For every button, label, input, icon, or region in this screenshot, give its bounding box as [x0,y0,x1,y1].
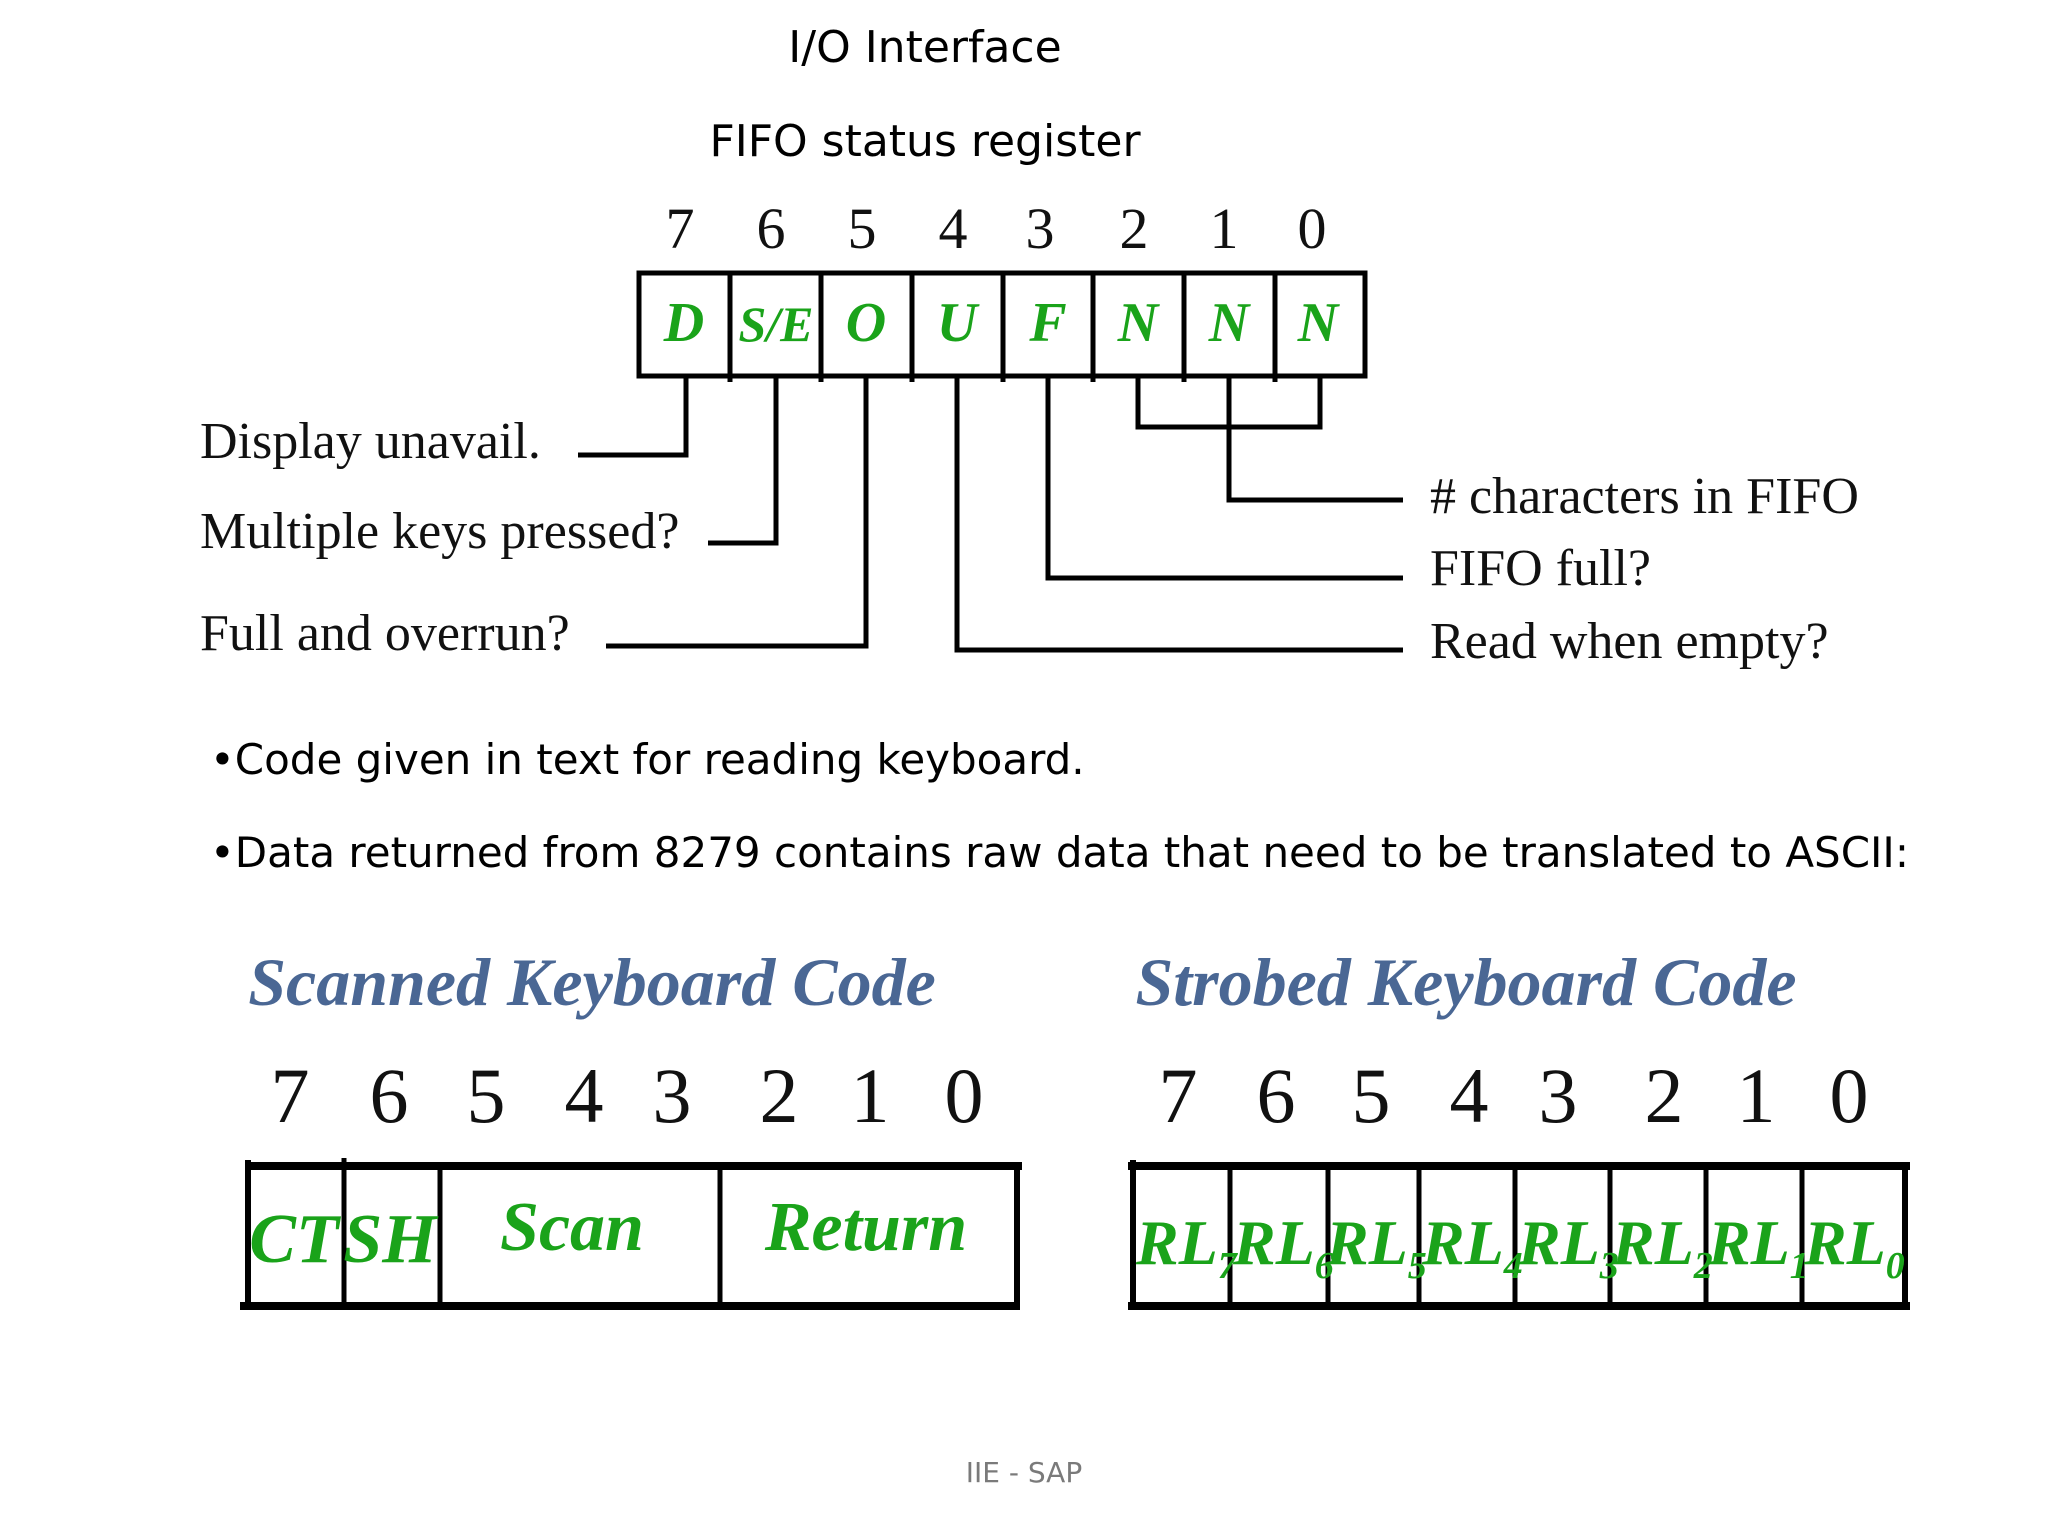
fifo-field-d: D [663,292,704,354]
scanned-field-scan: Scan [500,1189,644,1266]
fifo-field-o: O [846,292,886,354]
fifo-field-n: N [1208,292,1252,354]
fifo-bit-number: 3 [1026,196,1055,261]
fifo-field-se: S/E [738,296,813,352]
bullet-item: •Code given in text for reading keyboard… [210,735,1085,784]
slide-title: I/O Interface [788,22,1062,73]
fifo-bit-number: 1 [1210,196,1239,261]
label-chars-in-fifo: # characters in FIFO [1430,468,1859,525]
strobed-field-rl5: RL5 [1325,1207,1427,1287]
scanned-field-return: Return [764,1189,967,1266]
scanned-bit-number: 3 [653,1052,692,1139]
strobed-bit-number: 4 [1450,1052,1489,1139]
label-read-empty: Read when empty? [1430,613,1829,670]
strobed-field-rl1: RL1 [1707,1207,1809,1287]
fifo-leader-lines [578,376,1403,653]
strobed-bit-number: 7 [1159,1052,1198,1139]
strobed-field-rl4: RL4 [1421,1207,1523,1287]
scanned-bit-number: 2 [760,1052,799,1139]
scanned-register-box [240,1158,1022,1310]
bullet-item: •Data returned from 8279 contains raw da… [210,828,1909,877]
fifo-bit-number: 6 [757,196,786,261]
strobed-field-rl3: RL3 [1517,1207,1619,1287]
strobed-field-rl0: RL0 [1803,1207,1905,1287]
strobed-field-rl7: RL7 [1135,1207,1239,1287]
fifo-register-box [636,270,1368,382]
strobed-title: Strobed Keyboard Code [1135,944,1796,1020]
scanned-keyboard-code: Scanned Keyboard Code 7 6 5 4 3 2 1 0 CT… [240,944,1022,1310]
scanned-bit-number: 5 [467,1052,506,1139]
fifo-bit-number: 5 [848,196,877,261]
fifo-bit-number: 0 [1298,196,1327,261]
strobed-keyboard-code: Strobed Keyboard Code 7 6 5 4 3 2 1 0 RL… [1128,944,1910,1310]
scanned-bit-number: 7 [271,1052,310,1139]
fifo-field-f: F [1028,292,1066,354]
strobed-bit-numbers: 7 6 5 4 3 2 1 0 [1159,1052,1869,1139]
strobed-bit-number: 3 [1539,1052,1578,1139]
label-display-unavail: Display unavail. [200,413,541,470]
fifo-bit-number: 4 [939,196,968,261]
strobed-field-rl6: RL6 [1232,1207,1334,1287]
strobed-bit-number: 1 [1737,1052,1776,1139]
scanned-bit-numbers: 7 6 5 4 3 2 1 0 [271,1052,984,1139]
label-fifo-full: FIFO full? [1430,540,1651,597]
strobed-bit-number: 0 [1830,1052,1869,1139]
fifo-status-register: 7 6 5 4 3 2 1 0 D S/E O U F N N N [200,196,1859,670]
scanned-title: Scanned Keyboard Code [248,944,936,1020]
slide-footer: IIE - SAP [965,1456,1083,1489]
label-full-overrun: Full and overrun? [200,605,570,662]
strobed-bit-number: 6 [1257,1052,1296,1139]
fifo-labels: Display unavail. Multiple keys pressed? … [200,413,1859,670]
scanned-fields: CT SH Scan Return [249,1189,967,1278]
scanned-bit-number: 1 [851,1052,890,1139]
scanned-bit-number: 0 [945,1052,984,1139]
fifo-bit-numbers: 7 6 5 4 3 2 1 0 [666,196,1327,261]
fifo-field-n: N [1297,292,1341,354]
scanned-field-sh: SH [343,1201,439,1278]
fifo-bit-number: 2 [1120,196,1149,261]
fifo-field-n: N [1117,292,1161,354]
scanned-bit-number: 4 [565,1052,604,1139]
label-multiple-keys: Multiple keys pressed? [200,503,679,560]
strobed-register-box [1128,1160,1910,1310]
fifo-fields: D S/E O U F N N N [663,292,1341,354]
fifo-bit-number: 7 [666,196,695,261]
strobed-field-rl2: RL2 [1611,1207,1713,1287]
scanned-field-ct: CT [249,1201,342,1278]
slide-subtitle: FIFO status register [709,116,1141,167]
strobed-fields: RL7 RL6 RL5 RL4 RL3 RL2 RL1 RL0 [1135,1207,1905,1287]
strobed-bit-number: 2 [1645,1052,1684,1139]
fifo-field-u: U [937,292,980,354]
scanned-bit-number: 6 [370,1052,409,1139]
strobed-bit-number: 5 [1352,1052,1391,1139]
